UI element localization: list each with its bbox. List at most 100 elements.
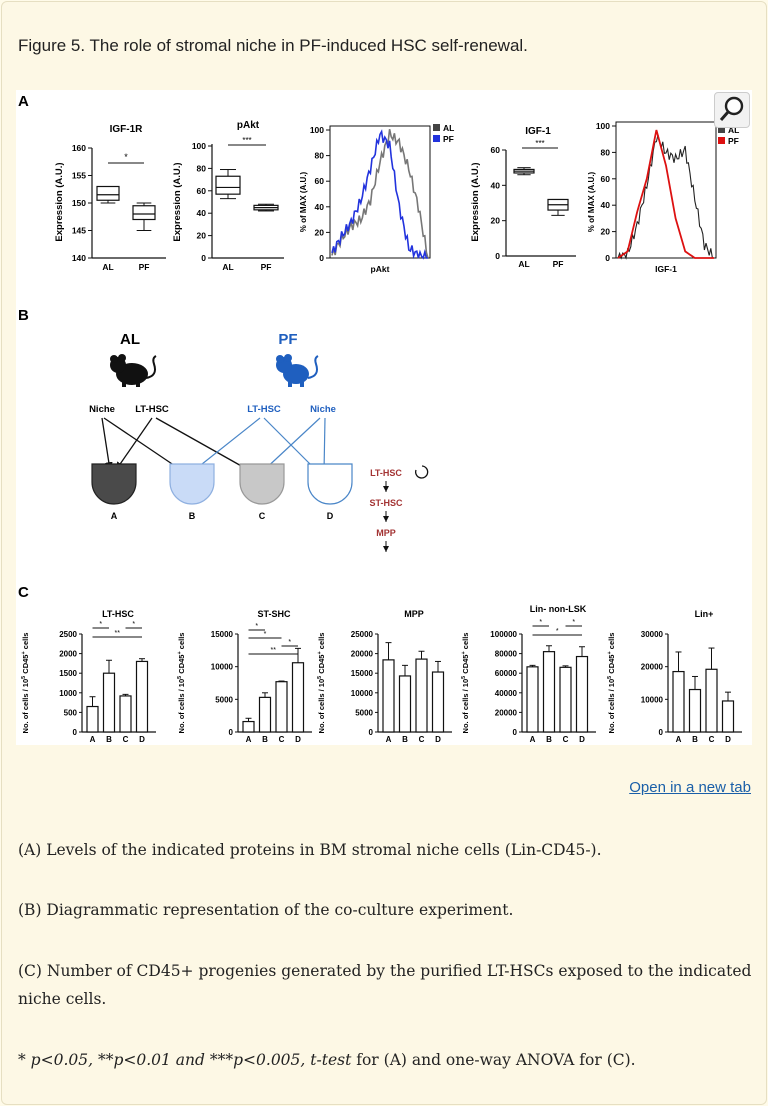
bar-category-label: B — [692, 735, 698, 744]
bar-chart-tick-label: 1500 — [59, 669, 77, 678]
bar-chart-title: MPP — [404, 609, 424, 619]
significance-mark: ** — [115, 630, 121, 637]
bar — [559, 666, 572, 733]
pakt-box — [215, 175, 241, 195]
al-label: AL — [120, 331, 140, 348]
open-in-new-tab-link[interactable]: Open in a new tab — [629, 779, 751, 796]
igf1r-tick-label: 150 — [72, 198, 86, 208]
pakt-tick-label: 100 — [192, 141, 206, 151]
pakt-tick-label: 0 — [201, 253, 206, 263]
igf1r-cat-pf: PF — [139, 262, 150, 272]
igf1-tick-label: 60 — [491, 145, 501, 155]
igf1-legend-al-swatch — [718, 126, 725, 133]
igf1r-sig: * — [124, 152, 128, 162]
bar — [398, 675, 412, 733]
bar-category-label: C — [123, 735, 129, 744]
well-a-label: A — [111, 511, 118, 521]
pakt-tick-label: 40 — [197, 208, 207, 218]
well-c-icon — [239, 463, 285, 505]
igf1r-tick-label: 145 — [72, 226, 86, 236]
igf1r-tick-label: 160 — [72, 143, 86, 153]
bar-chart-title: Lin- non-LSK — [530, 604, 587, 614]
igf1-hist-tick-label: 40 — [601, 200, 611, 210]
pakt-cat-al: AL — [222, 262, 233, 272]
caption-c: (C) Number of CD45+ progenies generated … — [18, 962, 752, 1008]
bar-chart-title: Lin+ — [695, 609, 714, 619]
bar-chart-tick-label: 0 — [73, 728, 78, 737]
igf1-legend-al: AL — [728, 125, 739, 135]
igf1-hist-xlabel: IGF-1 — [655, 264, 677, 274]
bar-chart-tick-label: 100000 — [490, 630, 517, 639]
bar-category-label: B — [402, 735, 408, 744]
igf1-cat-pf: PF — [553, 259, 564, 269]
bar-chart-tick-label: 500 — [64, 708, 78, 717]
al-lthsc-label: LT-HSC — [135, 404, 169, 415]
bar — [291, 662, 305, 733]
igf1-ylabel: Expression (A.U.) — [470, 162, 481, 241]
pakt-tick-label: 20 — [197, 231, 207, 241]
panel-label-a: A — [18, 93, 29, 110]
igf1r-boxplot: IGF-1R Expression (A.U.) 160155150145140… — [54, 124, 166, 272]
well-d-icon — [307, 463, 353, 505]
significance-mark: * — [264, 631, 267, 638]
bar-chart-tick-label: 30000 — [641, 630, 664, 639]
significance-mark: ** — [271, 647, 277, 654]
bar-chart-tick-label: 15000 — [211, 630, 234, 639]
igf1-hist-tick-label: 60 — [601, 174, 611, 184]
igf1r-cat-al: AL — [102, 262, 113, 272]
pakt-cat-pf: PF — [261, 262, 272, 272]
bar — [258, 696, 272, 733]
bar-chart-tick-label: 5000 — [215, 695, 233, 704]
bar-chart-tick-label: 5000 — [355, 708, 373, 717]
bar — [672, 670, 685, 733]
bar-chart-tick-label: 15000 — [351, 669, 374, 678]
bar — [705, 668, 718, 733]
bar-category-label: A — [530, 735, 536, 744]
bar-category-label: A — [90, 735, 96, 744]
bar — [431, 671, 445, 733]
stats-note-italic: * p<0.05, **p<0.01 and ***p<0.005, t-tes… — [18, 1051, 352, 1069]
significance-mark: * — [99, 621, 102, 628]
pakt-pf-line — [331, 129, 428, 260]
bar-chart-5: Lin+No. of cells / 105 CD45+ cells010000… — [607, 609, 742, 744]
pakt-hist-tick-label: 60 — [315, 176, 325, 186]
bar — [542, 651, 556, 733]
significance-mark: * — [539, 619, 542, 626]
igf1r-tick-label: 155 — [72, 171, 86, 181]
bar — [119, 695, 132, 733]
well-b-icon — [169, 463, 215, 505]
bar-chart-ylabel: No. of cells / 105 CD45+ cells — [607, 633, 616, 734]
pakt-hist-ylabel: % of MAX (A.U.) — [299, 171, 308, 232]
bar-category-label: C — [709, 735, 715, 744]
igf1-hist-tick-label: 20 — [601, 227, 611, 237]
panel-b: AL PF Niche LT — [89, 331, 429, 552]
igf1-hist-tick-label: 0 — [605, 253, 610, 263]
bar-category-label: C — [279, 735, 285, 744]
bar-chart-tick-label: 80000 — [495, 650, 518, 659]
bar — [275, 681, 288, 733]
magnifier-icon — [719, 96, 744, 121]
bar-category-label: C — [563, 735, 569, 744]
bar-chart-tick-label: 40000 — [495, 689, 518, 698]
igf1r-box — [132, 205, 156, 221]
pakt-tick-label: 60 — [197, 186, 207, 196]
pakt-hist-tick-label: 80 — [315, 151, 325, 161]
hierarchy-sthsc: ST-HSC — [369, 498, 403, 508]
igf1-sig: *** — [535, 139, 544, 148]
igf1-pf-line — [617, 129, 714, 259]
bar — [86, 705, 99, 733]
well-d-label: D — [327, 511, 334, 521]
bar-chart-tick-label: 25000 — [351, 630, 374, 639]
zoom-button[interactable] — [714, 92, 750, 128]
bar-chart-tick-label: 20000 — [495, 708, 518, 717]
pf-lthsc-label: LT-HSC — [247, 404, 281, 415]
bar-category-label: C — [419, 735, 425, 744]
pakt-legend-pf: PF — [443, 134, 454, 144]
pakt-hist-tick-label: 0 — [319, 253, 324, 263]
bar-category-label: B — [106, 735, 112, 744]
